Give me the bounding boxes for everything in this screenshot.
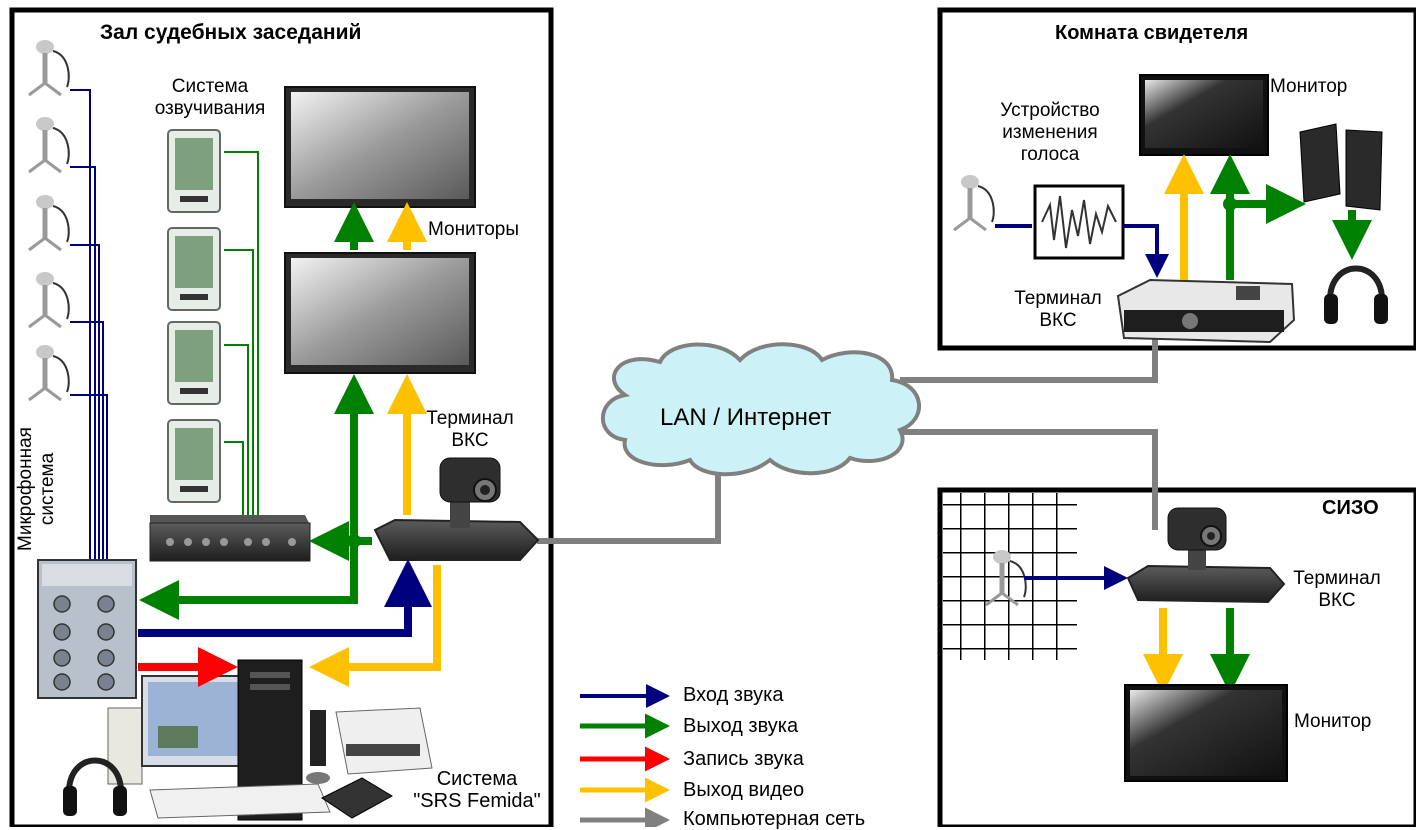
microphone-icon bbox=[28, 195, 70, 252]
courtroom-monitor-bottom bbox=[284, 252, 476, 374]
monitors-label: Мониторы bbox=[428, 219, 519, 240]
amplifier-icon bbox=[149, 515, 311, 562]
microphones bbox=[28, 40, 70, 402]
sizo-monitor-label: Монитор bbox=[1294, 711, 1372, 732]
microphone-icon bbox=[28, 40, 70, 97]
microphone-icon bbox=[28, 345, 70, 402]
legend bbox=[580, 684, 670, 827]
audio-in-to-terminal bbox=[138, 559, 432, 637]
courtroom-title: Зал судебных заседаний bbox=[100, 21, 362, 44]
mic-cables bbox=[70, 89, 108, 560]
srs-system-label: Система"SRS Femida" bbox=[413, 768, 541, 812]
pc-workstation-icon bbox=[107, 659, 433, 821]
microphone-icon bbox=[28, 117, 70, 174]
speaker-icon bbox=[167, 419, 221, 503]
witness-room-frame bbox=[937, 7, 1416, 351]
legend-label-audio-out: Выход звука bbox=[683, 715, 799, 737]
video-to-pc bbox=[309, 565, 441, 687]
witness-room-title: Комната свидетеля bbox=[1055, 22, 1249, 44]
microphone-icon bbox=[28, 272, 70, 329]
legend-label-network: Компьютерная сеть bbox=[683, 808, 866, 830]
witness-terminal-icon bbox=[1116, 278, 1296, 344]
voice-changer-icon bbox=[1033, 184, 1125, 260]
legend-label-audio-in: Вход звука bbox=[683, 684, 784, 706]
witness-microphone-icon bbox=[953, 175, 995, 232]
headphones-icon bbox=[63, 757, 127, 816]
speaker-icon bbox=[167, 129, 221, 213]
courtroom-frame bbox=[9, 7, 554, 827]
audio-to-controller bbox=[139, 541, 358, 620]
witness-headphones-icon bbox=[1324, 265, 1388, 324]
sizo-terminal-icon bbox=[1126, 507, 1286, 604]
legend-label-audio-record: Запись звука bbox=[683, 748, 804, 770]
legend-label-video-out: Выход видео bbox=[683, 779, 805, 801]
vks-terminal-icon bbox=[373, 457, 540, 561]
mic-controller-icon bbox=[37, 559, 137, 699]
speakers bbox=[167, 129, 221, 503]
witness-speakers-icon bbox=[1299, 123, 1383, 211]
speaker-icon bbox=[167, 321, 221, 405]
cloud-icon bbox=[600, 342, 921, 477]
network-cables bbox=[537, 330, 1158, 544]
sizo-title: СИЗО bbox=[1322, 497, 1379, 519]
sizo-frame bbox=[937, 487, 1416, 827]
cloud-label: LAN / Интернет bbox=[660, 404, 832, 431]
witness-monitor-label: Монитор bbox=[1270, 76, 1348, 97]
changer-to-terminal bbox=[1123, 224, 1169, 278]
speaker-cables bbox=[224, 151, 259, 515]
speaker-icon bbox=[167, 227, 221, 311]
courtroom-monitor-top bbox=[284, 86, 476, 208]
witness-monitor-icon bbox=[1139, 74, 1269, 156]
sizo-monitor-icon bbox=[1124, 684, 1288, 782]
